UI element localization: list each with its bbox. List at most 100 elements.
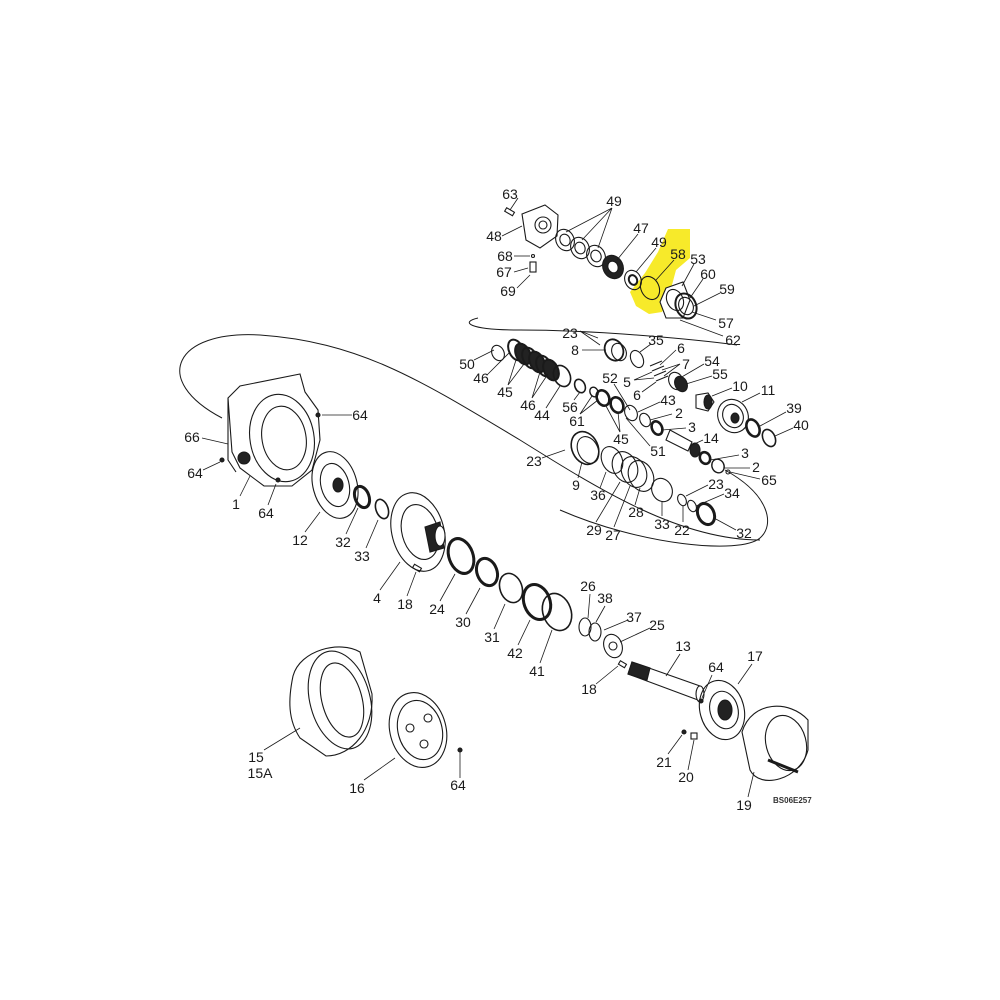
callout-part-32: 32 — [335, 534, 351, 550]
callout-part-64: 64 — [450, 777, 466, 793]
callout-part-6: 6 — [677, 340, 685, 356]
part-64-ball-b — [219, 457, 225, 463]
callout-part-25: 25 — [649, 617, 665, 633]
part-3-seal — [650, 420, 664, 436]
callout-part-28: 28 — [628, 504, 644, 520]
callout-part-20: 20 — [678, 769, 694, 785]
callout-part-31: 31 — [484, 629, 500, 645]
callout-part-40: 40 — [793, 417, 809, 433]
callout-part-46: 46 — [473, 370, 489, 386]
part-2-washer-b — [711, 458, 725, 474]
callout-part-43: 43 — [660, 392, 676, 408]
callout-part-69: 69 — [500, 283, 516, 299]
part-19-ring-gear-drum — [741, 705, 809, 781]
part-34-ring — [687, 499, 697, 513]
part-67-fitting — [529, 253, 537, 273]
callout-part-24: 24 — [429, 601, 445, 617]
callout-part-45: 45 — [497, 384, 513, 400]
callout-part-14: 14 — [703, 430, 719, 446]
part-63-pin — [503, 207, 516, 217]
part-12-carrier — [311, 451, 359, 519]
callout-part-11: 11 — [760, 382, 776, 398]
part-11-carrier — [717, 398, 749, 434]
callout-part-51: 51 — [650, 443, 666, 459]
part-33-ring — [651, 477, 673, 503]
part-41-ring — [541, 592, 573, 632]
part-43-ring — [624, 404, 638, 422]
callout-part-18: 18 — [581, 681, 597, 697]
part-21-pin — [681, 729, 687, 735]
part-13-shaft — [627, 661, 705, 703]
part-24-bearing — [446, 537, 476, 575]
callout-part-18: 18 — [397, 596, 413, 612]
parts-26-38-37-gears — [578, 617, 602, 642]
part-9-ring-gear — [570, 430, 600, 466]
callout-part-27: 27 — [605, 527, 621, 543]
parts-45-46-disc-pack — [507, 338, 560, 382]
callout-part-2: 2 — [752, 459, 760, 475]
callout-part-21: 21 — [656, 754, 672, 770]
callout-part-42: 42 — [507, 645, 523, 661]
callout-part-10: 10 — [732, 378, 748, 394]
callout-part-45: 45 — [613, 431, 629, 447]
callout-part-2: 2 — [675, 405, 683, 421]
part-64-ball-e — [457, 747, 463, 753]
part-64-ball-c — [275, 477, 281, 483]
part-10-gear — [695, 392, 715, 412]
parts-27-28-29-rings — [611, 451, 655, 492]
callout-part-64: 64 — [258, 505, 274, 521]
part-47-bearing — [602, 254, 624, 280]
callout-part-5: 5 — [623, 374, 631, 390]
callout-part-13: 13 — [675, 638, 691, 654]
part-32-bearing — [695, 501, 717, 527]
callout-part-34: 34 — [724, 485, 740, 501]
callout-part-17: 17 — [747, 648, 763, 664]
part-42-bearing — [521, 583, 553, 621]
part-3-seal-b — [698, 450, 712, 466]
callout-part-12: 12 — [292, 532, 308, 548]
callout-part-48: 48 — [486, 228, 502, 244]
callout-part-26: 26 — [580, 578, 596, 594]
part-35-o-ring — [629, 349, 645, 369]
part-50-bushing — [491, 344, 505, 362]
part-39-bearing — [745, 418, 761, 438]
callout-part-3: 3 — [688, 419, 696, 435]
part-59-seal — [674, 292, 698, 320]
part-32-bearing-b — [352, 484, 372, 510]
part-1-motor-housing — [227, 373, 321, 487]
callout-part-8: 8 — [571, 342, 579, 358]
callout-part-19: 19 — [736, 797, 752, 813]
callout-part-6: 6 — [633, 387, 641, 403]
callout-part-32: 32 — [736, 525, 752, 541]
part-45-ring-b — [609, 396, 625, 414]
callout-part-49: 49 — [606, 193, 622, 209]
callout-part-52: 52 — [602, 370, 618, 386]
callout-part-35: 35 — [648, 332, 664, 348]
part-33-ring-b — [374, 498, 390, 520]
callout-part-4: 4 — [373, 590, 381, 606]
callout-part-64: 64 — [352, 407, 368, 423]
part-16-cover — [388, 692, 448, 768]
group-outline-left — [179, 334, 761, 541]
callout-part-3: 3 — [741, 445, 749, 461]
callout-part-55: 55 — [712, 366, 728, 382]
group-outline-right — [468, 317, 768, 547]
callout-part-56: 56 — [562, 399, 578, 415]
callout-part-33: 33 — [654, 516, 670, 532]
part-17-cover — [698, 679, 746, 741]
part-45-ring-a — [595, 389, 611, 407]
callout-part-38: 38 — [597, 590, 613, 606]
part-40-ring — [761, 428, 777, 448]
callout-part-44: 44 — [534, 407, 550, 423]
part-2-washer — [639, 412, 651, 428]
callout-part-16: 16 — [349, 780, 365, 796]
part-14-shaft — [665, 429, 701, 458]
callout-part-23: 23 — [526, 453, 542, 469]
part-18-bolt — [411, 563, 423, 573]
part-49-washer — [624, 269, 642, 291]
callout-part-30: 30 — [455, 614, 471, 630]
part-30-seal — [474, 556, 500, 588]
callout-part-66: 66 — [184, 429, 200, 445]
part-18-bolt-b — [617, 660, 628, 669]
part-58-o-ring — [639, 275, 661, 301]
